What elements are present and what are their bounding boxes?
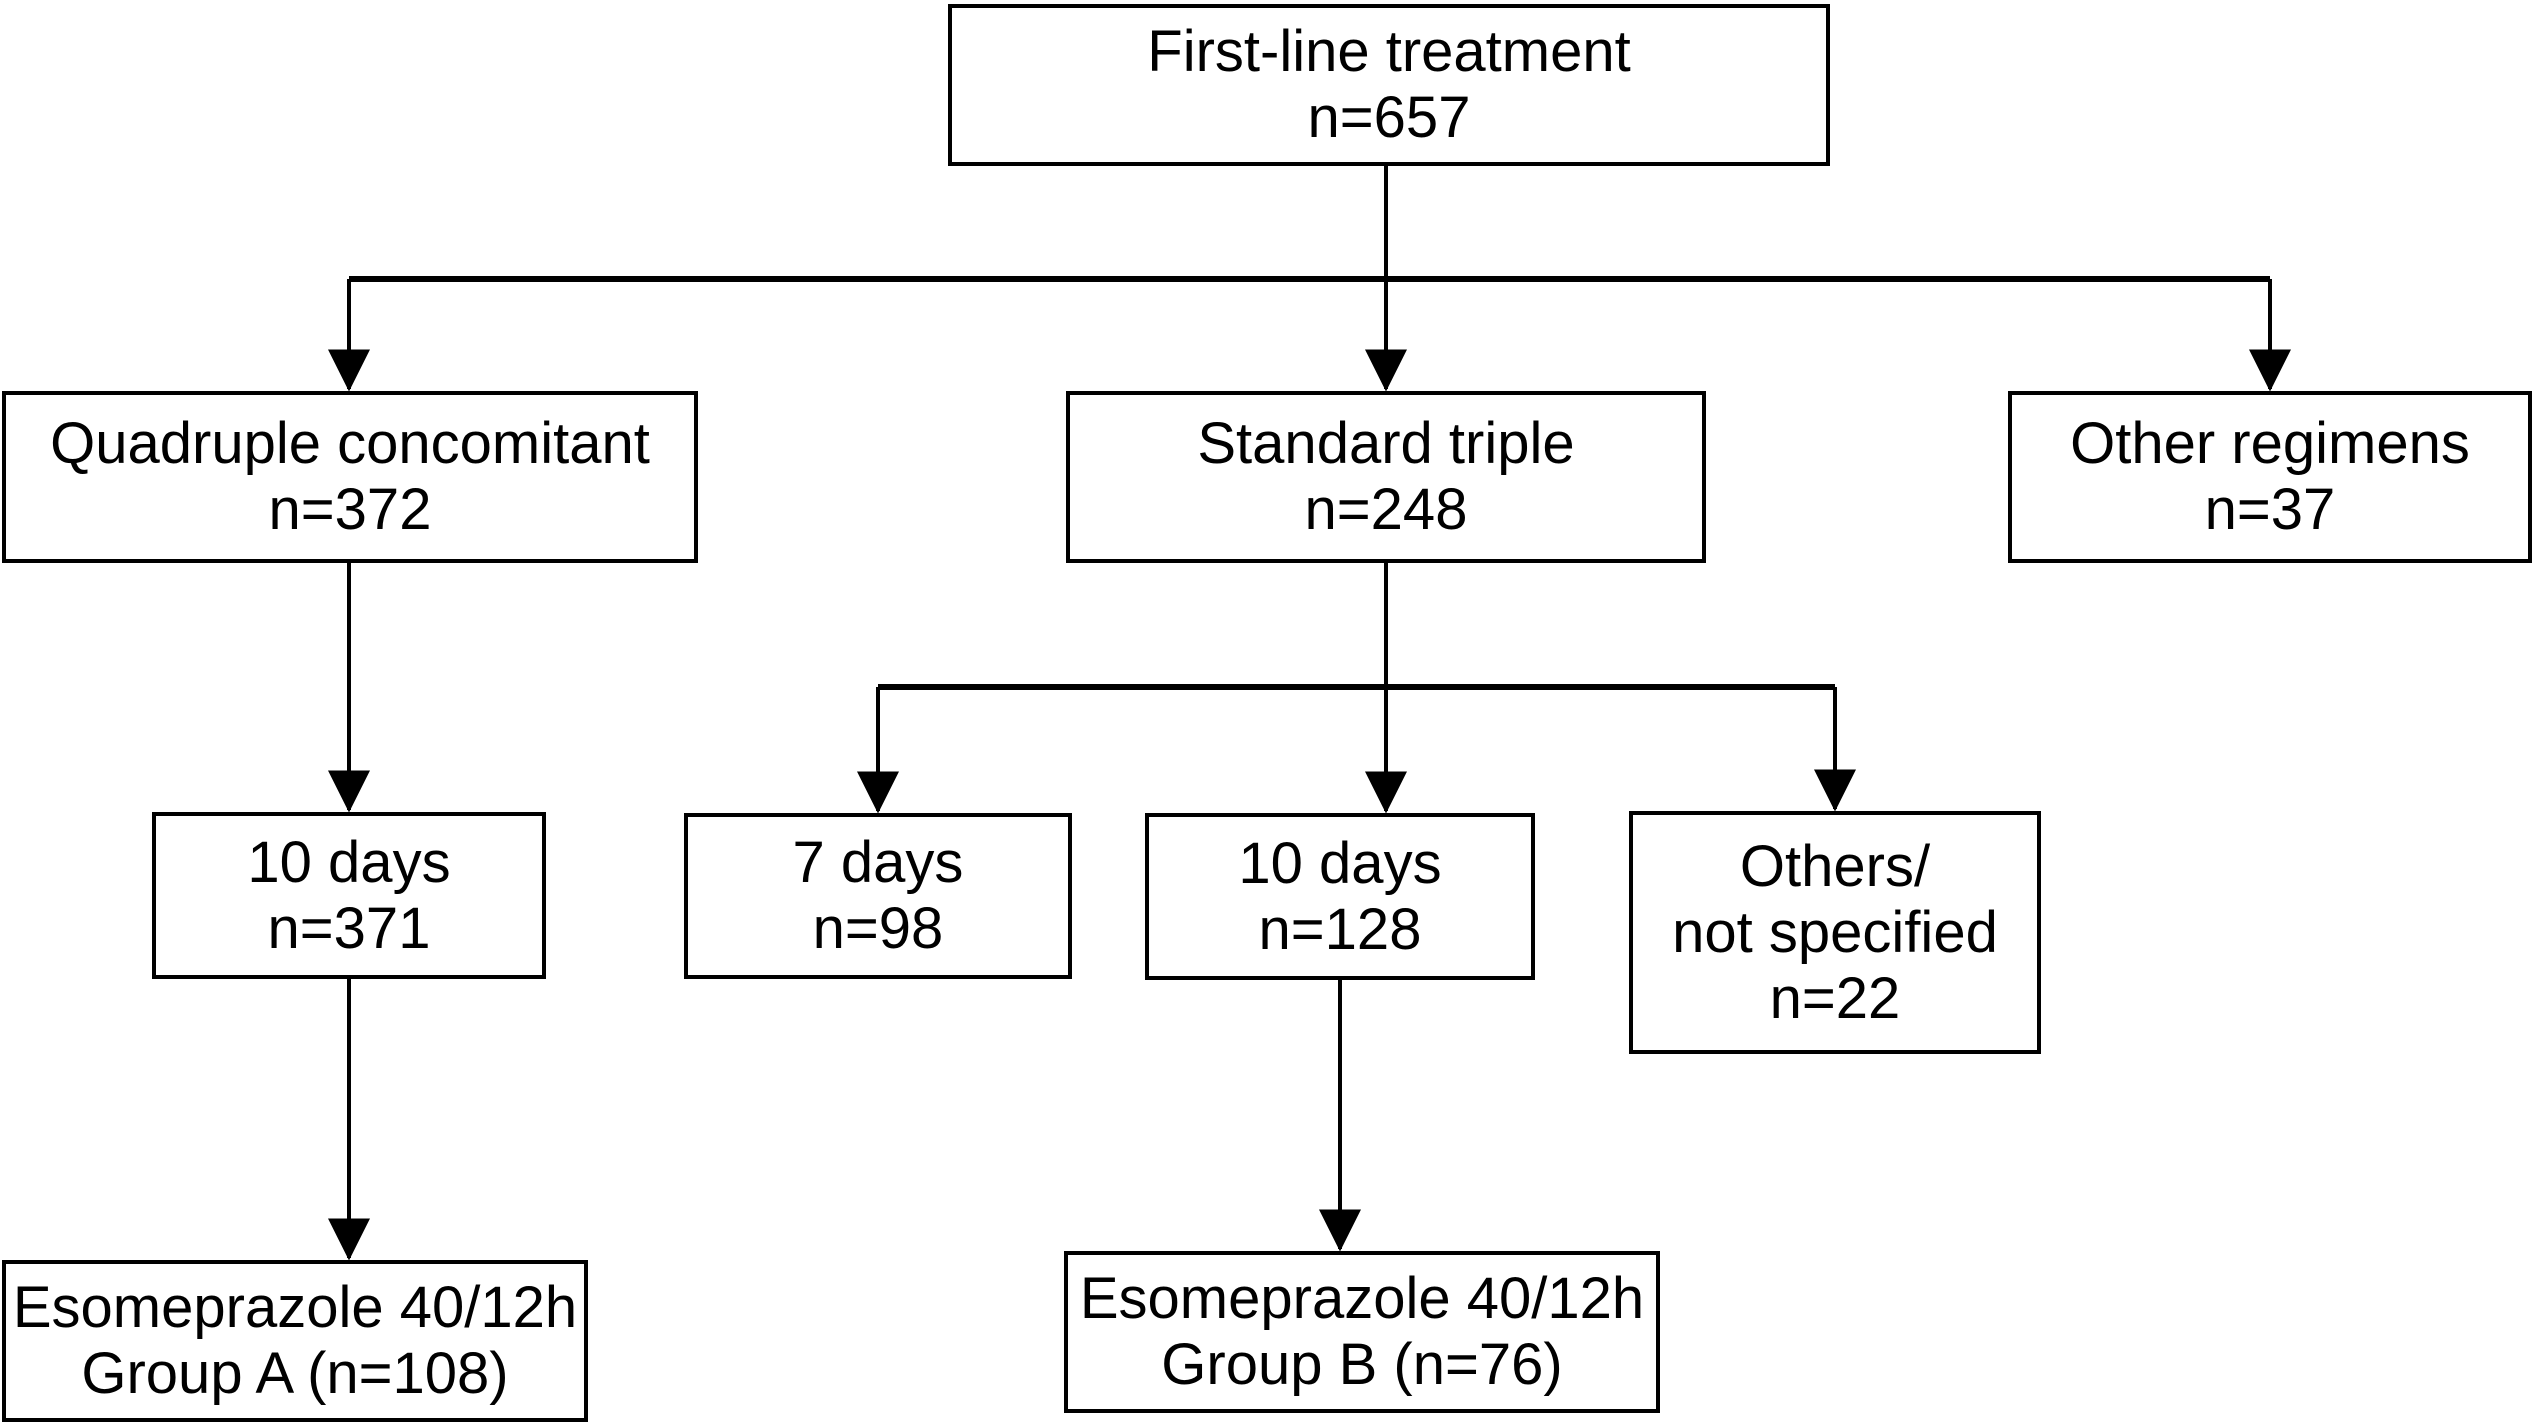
node-label: Other regimens (2070, 411, 2470, 476)
node-group-b: Esomeprazole 40/12h Group B (n=76) (1064, 1251, 1660, 1413)
node-standard-triple: Standard triple n=248 (1066, 391, 1706, 563)
node-count: n=248 (1304, 477, 1468, 542)
node-count: n=372 (268, 477, 432, 542)
node-label: 10 days (1238, 830, 1442, 896)
node-count: n=371 (267, 895, 431, 961)
node-label: not specified (1672, 899, 1998, 965)
node-count: n=37 (2204, 477, 2336, 542)
node-label: Others/ (1739, 833, 1931, 899)
node-label: Esomeprazole 40/12h (1079, 1266, 1645, 1331)
node-label: Esomeprazole 40/12h (12, 1275, 578, 1340)
node-count: n=98 (812, 896, 944, 961)
node-first-line-treatment: First-line treatment n=657 (948, 4, 1830, 166)
node-quadruple-10-days: 10 days n=371 (152, 812, 546, 979)
node-count: n=22 (1769, 965, 1901, 1031)
node-label: Standard triple (1197, 411, 1575, 476)
node-count: n=657 (1307, 85, 1471, 150)
node-count: Group B (n=76) (1161, 1332, 1563, 1397)
node-label: Quadruple concomitant (50, 411, 650, 476)
node-label: 7 days (792, 830, 964, 895)
node-label: First-line treatment (1147, 19, 1631, 84)
node-quadruple-concomitant: Quadruple concomitant n=372 (2, 391, 698, 563)
node-count: n=128 (1258, 896, 1422, 962)
node-group-a: Esomeprazole 40/12h Group A (n=108) (2, 1260, 588, 1422)
node-standard-7-days: 7 days n=98 (684, 813, 1072, 979)
node-count: Group A (n=108) (81, 1341, 509, 1406)
node-label: 10 days (247, 829, 451, 895)
node-others-not-specified: Others/ not specified n=22 (1629, 811, 2041, 1054)
node-other-regimens: Other regimens n=37 (2008, 391, 2532, 563)
node-standard-10-days: 10 days n=128 (1145, 813, 1535, 980)
